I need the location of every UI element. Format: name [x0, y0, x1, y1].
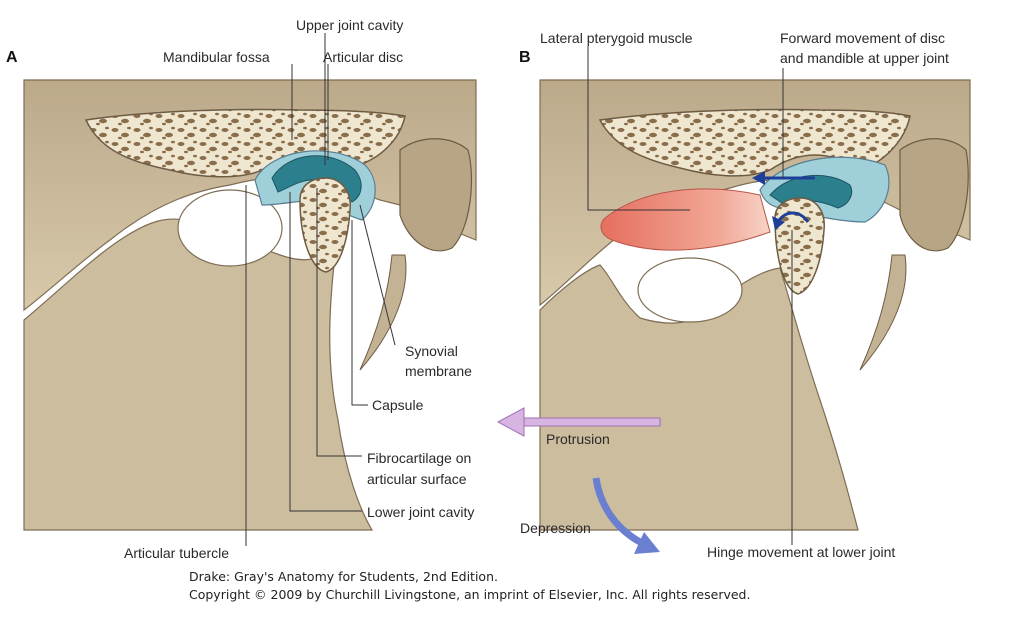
- panel-b-condyle: [774, 197, 825, 295]
- label-forward-movement-2: and mandible at upper joint: [780, 50, 949, 66]
- panel-b-sigmoid-notch: [637, 257, 743, 323]
- label-depression: Depression: [520, 520, 591, 536]
- leader-lines: [245, 33, 793, 546]
- label-capsule: Capsule: [372, 397, 424, 413]
- label-lower-joint-cavity: Lower joint cavity: [367, 504, 474, 520]
- panel-a: [23, 79, 477, 531]
- protrusion-arrow: [496, 407, 661, 437]
- panel-a-ear-region: [399, 138, 473, 252]
- leader-fibrocartilage: [316, 188, 362, 457]
- label-mandibular-fossa: Mandibular fossa: [163, 49, 270, 65]
- leader-capsule: [351, 220, 368, 406]
- panel-b-letter: B: [519, 49, 531, 66]
- label-synovial-1: Synovial: [405, 343, 458, 359]
- label-articular-disc: Articular disc: [323, 49, 403, 65]
- credit-line-1: Drake: Gray's Anatomy for Students, 2nd …: [189, 569, 498, 584]
- panel-b-ear-region: [899, 138, 969, 252]
- leader-lower-joint-cavity: [289, 192, 362, 512]
- panel-a-condyle: [299, 177, 351, 273]
- panel-b-styloid-process: [859, 254, 907, 371]
- leader-lateral-pterygoid: [587, 46, 690, 211]
- leader-synovial-membrane: [359, 204, 396, 346]
- hinge-movement-arrow: [776, 211, 810, 223]
- label-synovial-2: membrane: [405, 363, 472, 379]
- depression-arrow: [592, 477, 660, 554]
- label-fibrocartilage-1: Fibrocartilage on: [367, 450, 471, 466]
- label-lateral-pterygoid: Lateral pterygoid muscle: [540, 30, 693, 46]
- forward-movement-arrowhead: [752, 171, 765, 185]
- credit-line-2: Copyright © 2009 by Churchill Livingston…: [189, 587, 751, 602]
- panel-b-lateral-pterygoid: [600, 188, 771, 251]
- label-hinge-movement: Hinge movement at lower joint: [707, 544, 895, 560]
- panel-a-letter: A: [6, 49, 18, 66]
- panel-a-styloid-process: [359, 254, 407, 371]
- label-fibrocartilage-2: articular surface: [367, 471, 467, 487]
- panel-a-sigmoid-notch: [177, 189, 283, 267]
- panel-b: [539, 79, 971, 531]
- label-articular-tubercle: Articular tubercle: [124, 545, 229, 561]
- label-forward-movement-1: Forward movement of disc: [780, 30, 945, 46]
- label-upper-joint-cavity: Upper joint cavity: [296, 17, 403, 33]
- label-protrusion: Protrusion: [546, 431, 610, 447]
- hinge-movement-arrowhead: [772, 216, 785, 230]
